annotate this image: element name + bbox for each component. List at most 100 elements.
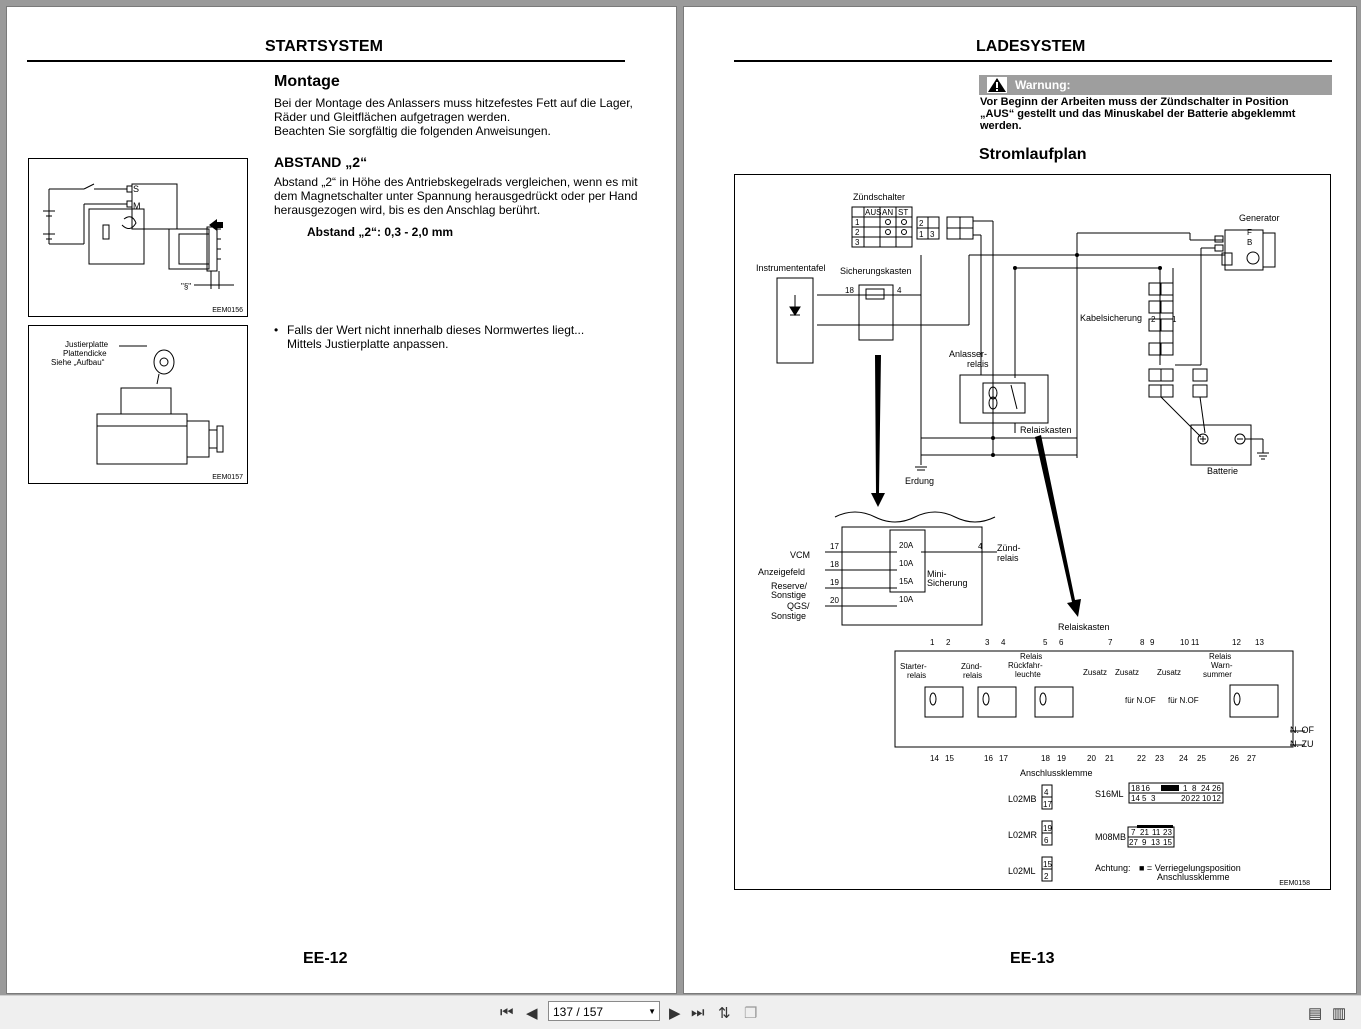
label-warn: Warn- [1211, 661, 1233, 670]
label-f20: 20 [830, 596, 839, 605]
last-page-icon[interactable]: ⏭ [691, 1004, 705, 1021]
s16ml-top-5: 26 [1212, 784, 1221, 793]
label-erdung: Erdung [905, 476, 934, 486]
bullet-item: • Falls der Wert nicht innerhalb dieses … [274, 323, 584, 351]
m08mb-bot-3: 15 [1163, 838, 1172, 847]
label-verriegelung: ■ = Verriegelungsposition [1139, 863, 1241, 873]
label-l02ml: L02ML [1008, 866, 1036, 876]
page-indicator-text: 137 / 157 [553, 1005, 604, 1019]
label-s16ml: S16ML [1095, 789, 1124, 799]
pin-15: 15 [945, 754, 954, 763]
text-line: Vor Beginn der Arbeiten muss der Zündsch… [980, 96, 1289, 108]
label-mini: Mini- [927, 569, 947, 579]
label-sicherung: Sicherung [927, 578, 968, 588]
figure-code: EEM0156 [212, 307, 243, 314]
label-fuer-nof-2: für N.OF [1168, 696, 1199, 705]
pin-9: 9 [1150, 638, 1155, 647]
label-l02mb: L02MB [1008, 794, 1037, 804]
text-line: werden. [980, 120, 1022, 132]
left-page: STARTSYSTEM Montage Bei der Montage des … [6, 6, 677, 994]
copy-icon[interactable]: ❐ [744, 1005, 758, 1022]
pin-7: 7 [1108, 638, 1113, 647]
fig2-label-justierplatte: Justierplatte [65, 340, 109, 349]
s16ml-bot-3: 20 [1181, 794, 1190, 803]
label-gen-b: B [1247, 238, 1252, 247]
warning-text: Vor Beginn der Arbeiten muss der Zündsch… [980, 96, 1295, 132]
pin-3: 3 [985, 638, 990, 647]
label-row3: 3 [855, 238, 860, 247]
abstand-heading: ABSTAND „2“ [274, 154, 368, 170]
next-page-icon[interactable]: ▶ [669, 1005, 681, 1022]
pin-14: 14 [930, 754, 939, 763]
first-page-icon[interactable]: ⏮ [500, 1004, 514, 1021]
pin-16: 16 [984, 754, 993, 763]
figure-adjustment-plate: Justierplatte Plattendicke Siehe „Aufbau… [28, 325, 248, 484]
label-starter: Starter- [900, 662, 927, 671]
fig1-label-m: M [133, 201, 141, 211]
text-line: Falls der Wert nicht innerhalb dieses No… [287, 323, 585, 337]
text-line: dem Magnetschalter unter Spannung heraus… [274, 189, 638, 203]
text-line: herausgezogen wird, bis es den Anschlag … [274, 203, 541, 217]
figure-code: EEM0158 [1279, 880, 1310, 887]
pin-21: 21 [1105, 754, 1114, 763]
page-number-input[interactable]: 137 / 157 ▼ [548, 1001, 660, 1021]
pin-11: 11 [1191, 638, 1200, 647]
pin-24: 24 [1179, 754, 1188, 763]
pin-8: 8 [1140, 638, 1145, 647]
text-line: Bei der Montage des Anlassers muss hitze… [274, 96, 633, 110]
m08mb-bot-2: 13 [1151, 838, 1160, 847]
s16ml-bot-4: 22 [1191, 794, 1200, 803]
label-generator: Generator [1239, 213, 1280, 223]
m08mb-bot-0: 27 [1129, 838, 1138, 847]
label-pin1: 1 [919, 230, 924, 239]
l02ml-pin-15: 15 [1043, 860, 1052, 869]
label-10a-2: 10A [899, 595, 914, 604]
s16ml-top-4: 24 [1201, 784, 1210, 793]
label-10a: 10A [899, 559, 914, 568]
m08mb-top-1: 21 [1140, 828, 1149, 837]
l02ml-pin-2: 2 [1044, 872, 1049, 881]
text-line: Mittels Justierplatte anpassen. [287, 337, 449, 351]
viewer-toolbar: ⏮ ◀ 137 / 157 ▼ ▶ ⏭ ⇅ ❐ ▤ ▥ [0, 995, 1361, 1029]
pin-13: 13 [1255, 638, 1264, 647]
two-page-view-icon[interactable]: ▥ [1332, 1005, 1347, 1022]
label-relaiskasten: Relaiskasten [1058, 622, 1110, 632]
figure-starter-circuit: S M "§" EEM0156 [28, 158, 248, 317]
m08mb-top-3: 23 [1163, 828, 1172, 837]
fig2-label-aufbau: Siehe „Aufbau“ [51, 358, 105, 367]
label-zusatz2: Zusatz [1115, 668, 1139, 677]
label-rueckfahr: Rückfahr- [1008, 661, 1043, 670]
starter-circuit-drawing: S M "§" [43, 183, 234, 291]
pin-17: 17 [999, 754, 1008, 763]
pin-1: 1 [930, 638, 935, 647]
page-number: EE-12 [303, 950, 348, 967]
label-15a: 15A [899, 577, 914, 586]
label-summer: summer [1203, 670, 1232, 679]
l02mb-pin-4: 4 [1044, 788, 1049, 797]
header-rule [734, 60, 1332, 62]
pin-6: 6 [1059, 638, 1064, 647]
right-page: LADESYSTEM Warnung: Vor Beginn der Arbei… [683, 6, 1357, 994]
label-relais-rl: Relais [1020, 652, 1042, 661]
pin-10: 10 [1180, 638, 1189, 647]
chevron-down-icon[interactable]: ▼ [648, 1007, 656, 1016]
text-line: Abstand „2“ in Höhe des Antriebskegelrad… [274, 175, 638, 189]
label-leuchte: leuchte [1015, 670, 1041, 679]
s16ml-bot-1: 5 [1142, 794, 1147, 803]
fig2-label-plattendicke: Plattendicke [63, 349, 107, 358]
label-reserve: Reserve/ [771, 581, 808, 591]
pin-19: 19 [1057, 754, 1066, 763]
label-zusatz1: Zusatz [1083, 668, 1107, 677]
label-anschlussklemme: Anschlussklemme [1020, 768, 1093, 778]
s16ml-bot-5: 10 [1202, 794, 1211, 803]
label-ks1: 1 [1172, 315, 1177, 324]
prev-page-icon[interactable]: ◀ [526, 1005, 538, 1022]
rotate-icon[interactable]: ⇅ [718, 1005, 731, 1022]
pin-4: 4 [1001, 638, 1006, 647]
page-number: EE-13 [1010, 950, 1055, 967]
label-f17: 17 [830, 542, 839, 551]
label-vcm: VCM [790, 550, 810, 560]
single-page-view-icon[interactable]: ▤ [1308, 1005, 1323, 1022]
label-anzeigefeld: Anzeigefeld [758, 567, 805, 577]
label-20a: 20A [899, 541, 914, 550]
